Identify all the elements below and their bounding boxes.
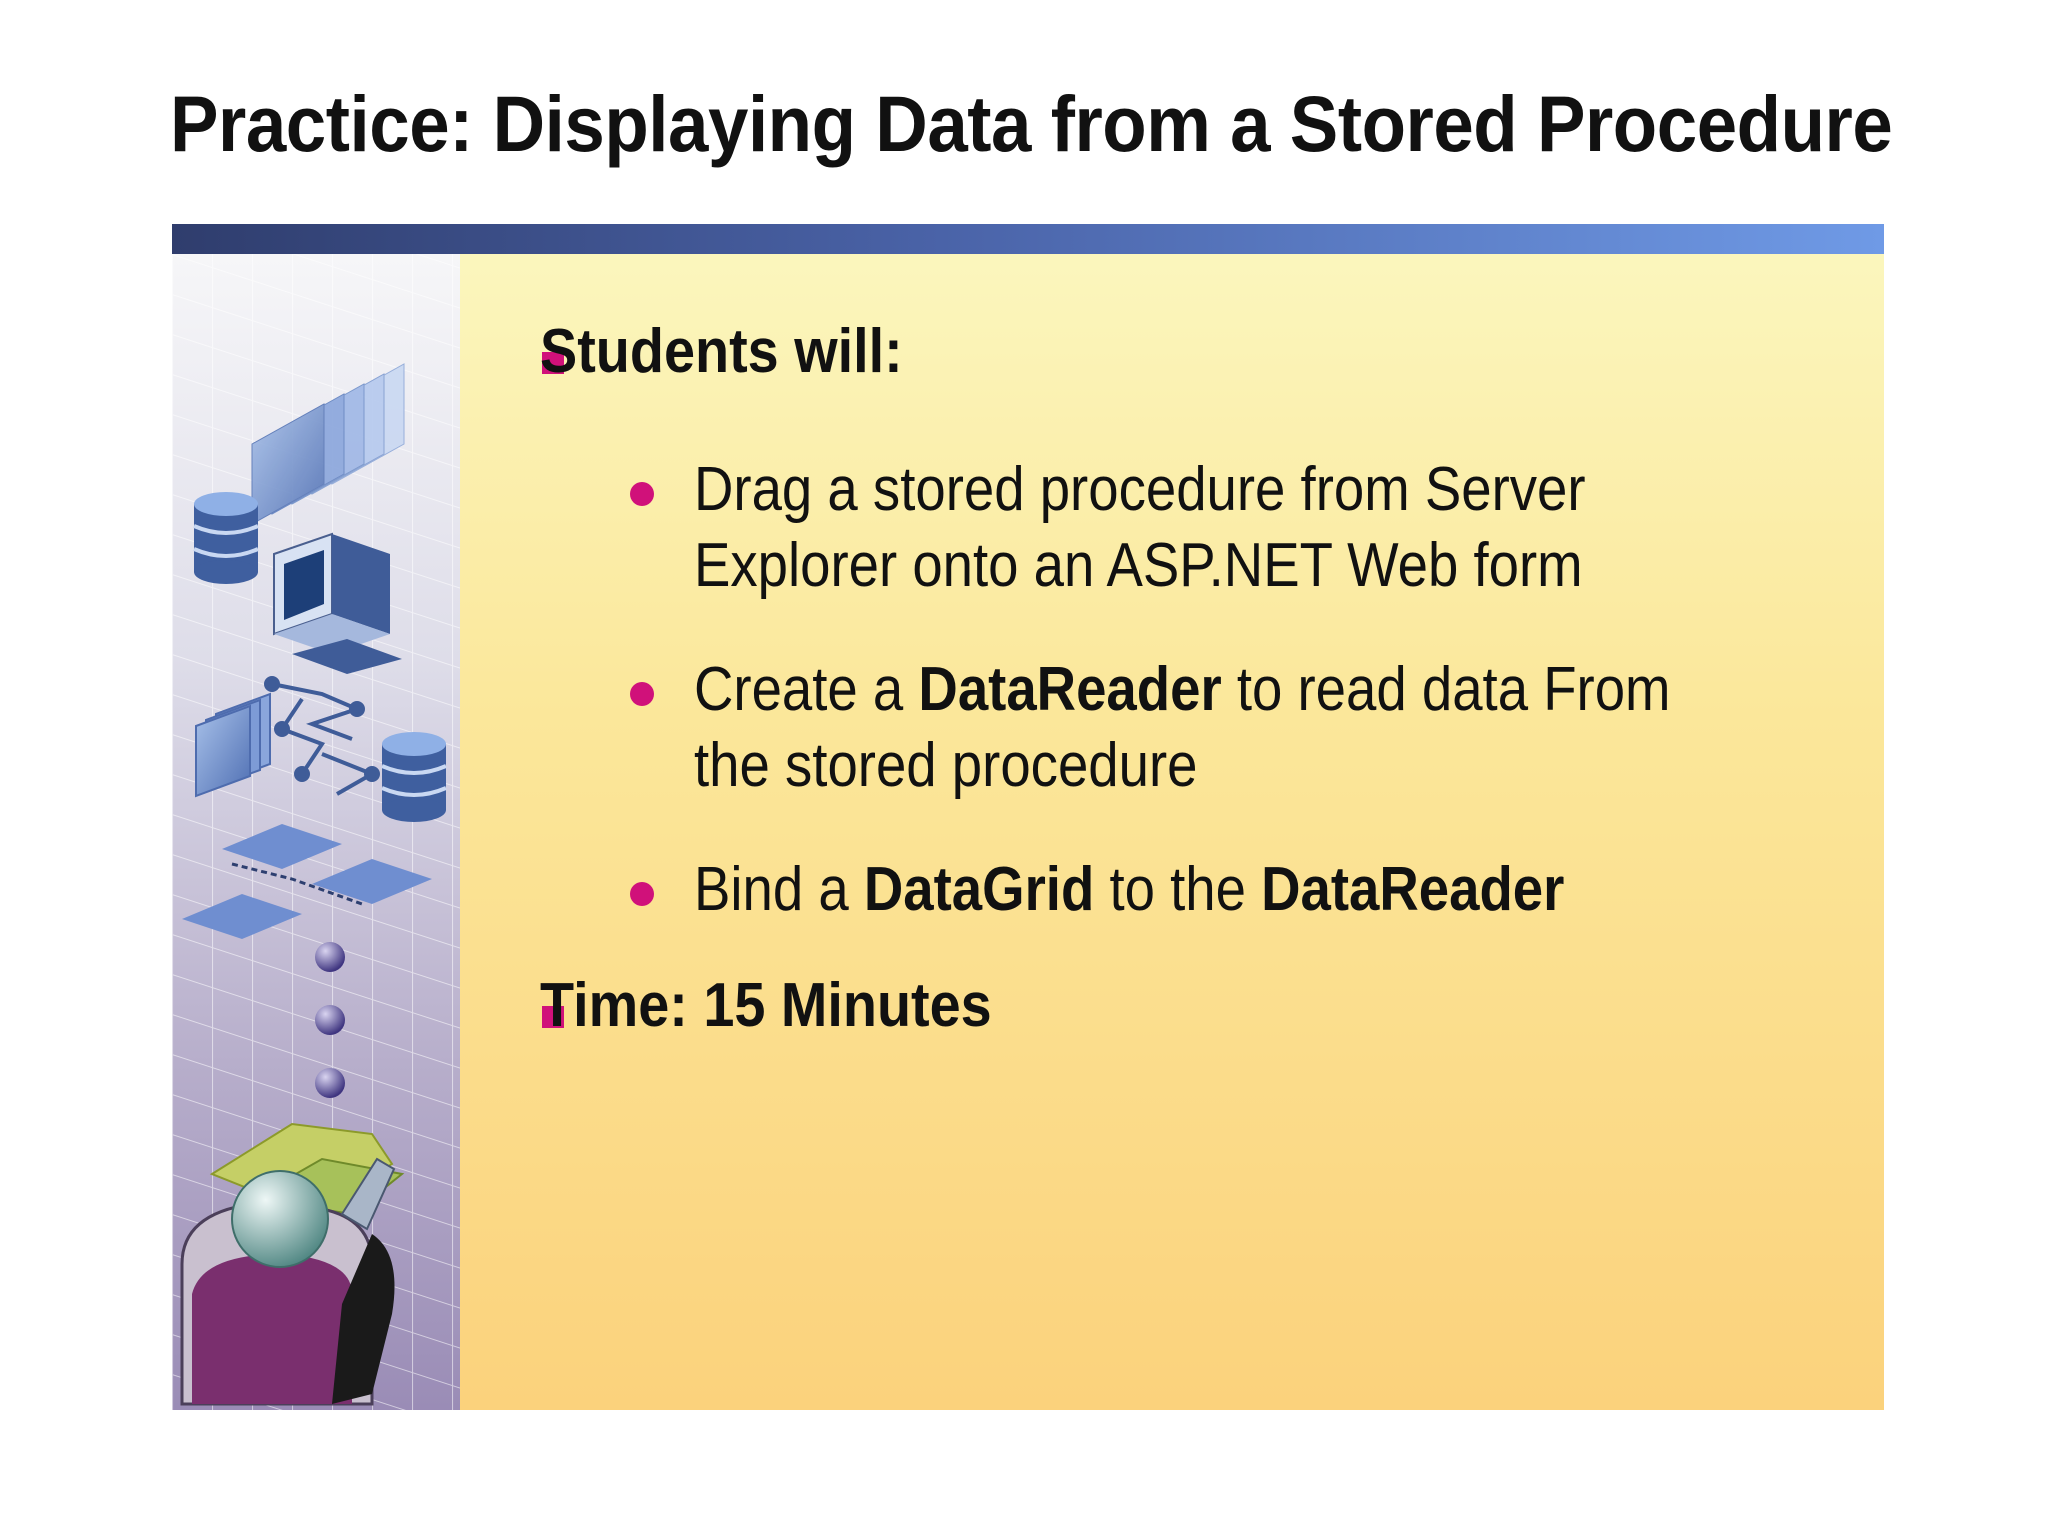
computer-icon	[273, 532, 402, 674]
dots-icon	[315, 942, 345, 1098]
side-illustration	[172, 254, 460, 1410]
bullet-bold-text: DataReader	[1261, 855, 1565, 924]
bullet-line: Explorer onto an ASP.NET Web form	[694, 531, 1583, 600]
round-bullet-icon	[630, 682, 654, 706]
network-icon	[182, 824, 432, 939]
round-bullet-icon	[630, 482, 654, 506]
network-icon	[264, 676, 380, 796]
bullet-bold-text: DataGrid	[863, 855, 1095, 924]
content-panel: Students will: Drag a stored procedure f…	[460, 254, 1884, 1410]
bullet-text: Create a	[694, 655, 919, 724]
round-bullet-icon	[630, 882, 654, 906]
database-icon	[193, 492, 259, 584]
bullet-create-datareader: Create a DataReader to read data From th…	[694, 652, 1671, 804]
bullet-text: to read data From	[1221, 655, 1671, 724]
database-icon	[381, 732, 447, 822]
header-bar	[172, 224, 1884, 254]
person-icon	[180, 1122, 405, 1406]
square-bullet-icon	[542, 1006, 564, 1028]
bullet-text: Bind a	[694, 855, 864, 924]
page-stack-icon	[251, 363, 405, 525]
bullet-drag-stored-procedure: Drag a stored procedure from Server Expl…	[694, 452, 1586, 604]
bullet-students-will: Students will:	[540, 317, 903, 386]
bullet-line: Drag a stored procedure from Server	[694, 455, 1586, 524]
bullet-time: Time: 15 Minutes	[540, 971, 992, 1040]
square-bullet-icon	[542, 352, 564, 374]
document-icon	[195, 692, 271, 798]
slide-title: Practice: Displaying Data from a Stored …	[170, 79, 1893, 168]
bullet-bold-text: DataReader	[918, 655, 1222, 724]
bullet-text: to the	[1094, 855, 1262, 924]
bullet-line: the stored procedure	[694, 731, 1198, 800]
bullet-bind-datagrid: Bind a DataGrid to the DataReader	[694, 852, 1564, 928]
